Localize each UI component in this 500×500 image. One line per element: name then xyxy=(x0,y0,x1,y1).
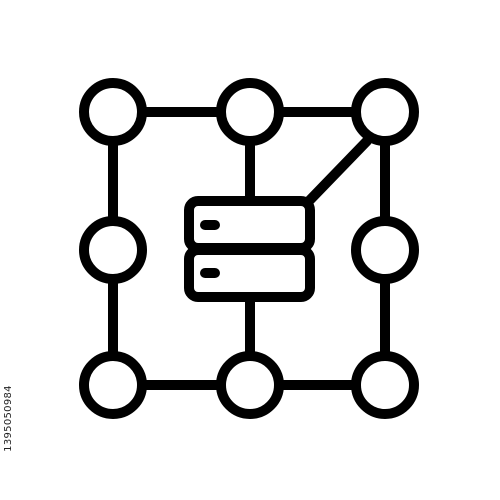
node-top-center xyxy=(216,78,284,146)
node-bottom-right xyxy=(351,351,419,419)
server-unit-bottom xyxy=(184,245,315,302)
node-bottom-center xyxy=(216,351,284,419)
node-bottom-left xyxy=(79,351,147,419)
node-middle-right xyxy=(351,216,419,284)
stock-id-watermark: 1395050984 xyxy=(0,358,16,478)
node-top-left xyxy=(79,78,147,146)
node-top-right xyxy=(351,78,419,146)
stock-id-text: 1395050984 xyxy=(2,384,14,452)
node-middle-left xyxy=(79,216,147,284)
link-diagonal xyxy=(304,136,372,206)
